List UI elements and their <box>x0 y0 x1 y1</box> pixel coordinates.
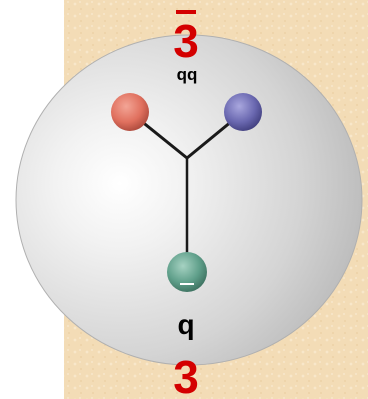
bottom-label-number: 3 <box>173 351 199 399</box>
green-antiquark <box>167 252 207 292</box>
bottom-label-quark: q <box>177 309 194 340</box>
red-quark <box>111 93 149 131</box>
blue-quark <box>224 93 262 131</box>
top-label-subscript: qq <box>177 65 198 84</box>
top-label-number: 3 <box>173 15 199 67</box>
